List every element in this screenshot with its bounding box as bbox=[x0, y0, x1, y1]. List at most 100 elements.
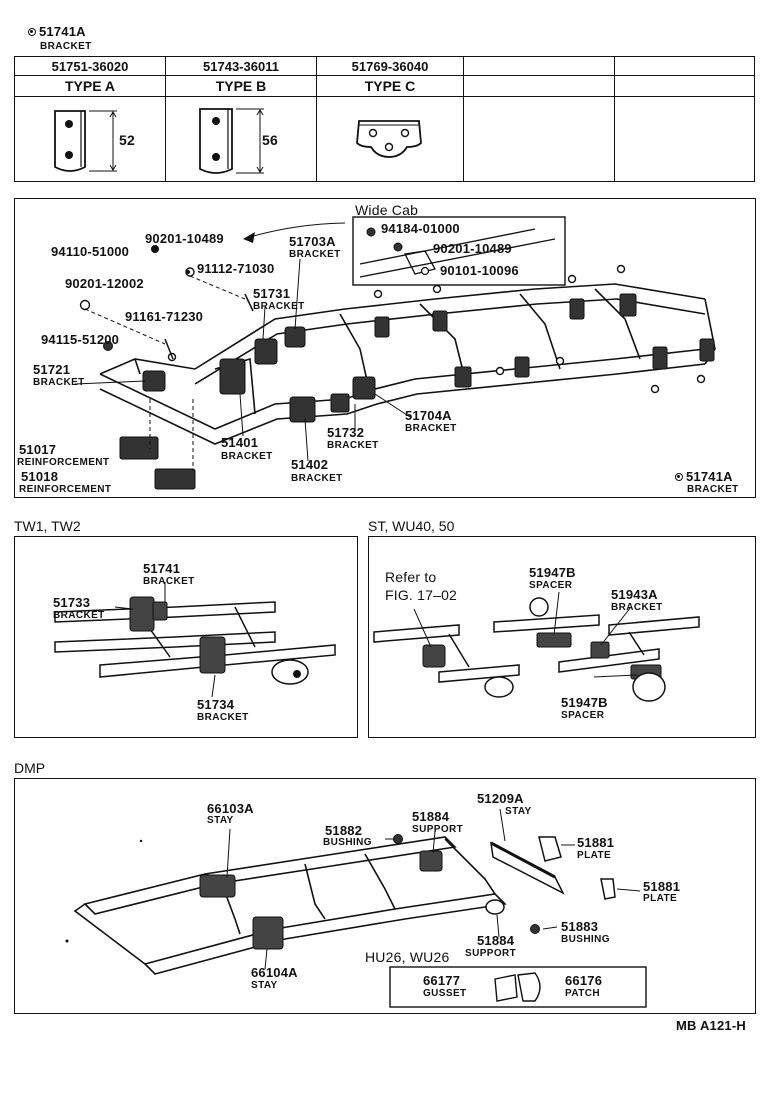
reinforcement-sublabel: REINFORCEMENT bbox=[19, 484, 112, 495]
patch-sublabel: PATCH bbox=[565, 988, 600, 999]
part-label-51882: 51882 bbox=[325, 823, 363, 838]
part-label-51734: 51734 bbox=[197, 697, 235, 712]
stay-sublabel: STAY bbox=[251, 980, 278, 991]
part-label-94110-51000: 94110-51000 bbox=[51, 244, 130, 259]
bracket-sublabel: BRACKET bbox=[143, 576, 195, 587]
support-sublabel: SUPPORT bbox=[412, 824, 464, 835]
part-label-51704A: 51704A bbox=[405, 408, 452, 423]
reinforcement-sublabel: REINFORCEMENT bbox=[17, 457, 110, 468]
part-label-51741A-text: 51741A bbox=[686, 469, 733, 484]
main-frame-panel: Wide Cab 94184-01000 90201-10489 90101-1… bbox=[14, 198, 756, 498]
spacer-sublabel: SPACER bbox=[561, 710, 605, 721]
dmp-header: DMP bbox=[14, 760, 46, 776]
gusset-sublabel: GUSSET bbox=[423, 988, 467, 999]
type-c-bracket-drawing bbox=[356, 120, 422, 158]
plate-sublabel: PLATE bbox=[577, 850, 612, 861]
part-label-90201-10489: 90201-10489 bbox=[145, 231, 224, 246]
type-code-cell: 51751-36020 bbox=[14, 56, 166, 76]
type-b-figure-cell: 56 bbox=[165, 96, 317, 182]
empty-figure-cell bbox=[614, 96, 755, 182]
type-a-bracket-drawing bbox=[54, 110, 117, 172]
part-label-51881: 51881 bbox=[577, 835, 615, 850]
bushing-sublabel: BUSHING bbox=[561, 934, 610, 945]
wide-cab-label: Wide Cab bbox=[355, 202, 419, 218]
bushing-sublabel: BUSHING bbox=[323, 837, 372, 848]
part-label-51947B-lower: 51947B bbox=[561, 695, 608, 710]
part-label-51402: 51402 bbox=[291, 457, 329, 472]
dmp-panel: 66103A STAY 66104A STAY 51882 BUSHING 51… bbox=[14, 778, 756, 1014]
stay-sublabel: STAY bbox=[207, 815, 234, 826]
part-label-66104A: 66104A bbox=[251, 965, 298, 980]
part-label-51881-lower: 51881 bbox=[643, 879, 681, 894]
type-code-cell bbox=[463, 56, 615, 76]
top-part-number-text: 51741A bbox=[39, 24, 86, 39]
refer-fig-label: FIG. 17–02 bbox=[385, 587, 458, 603]
type-a-dimension: 52 bbox=[119, 132, 135, 148]
tw-header: TW1, TW2 bbox=[14, 518, 81, 534]
bracket-type-table: 51751-36020 51743-36011 51769-36040 TYPE… bbox=[14, 56, 755, 182]
part-label-51947B: 51947B bbox=[529, 565, 576, 580]
refer-to-label: Refer to bbox=[385, 569, 437, 585]
type-name-cell bbox=[463, 75, 615, 97]
spacer-sublabel: SPACER bbox=[529, 580, 573, 591]
part-label-51721: 51721 bbox=[33, 362, 71, 377]
part-label-66103A: 66103A bbox=[207, 801, 254, 816]
part-label-94115-51200: 94115-51200 bbox=[41, 332, 120, 347]
bracket-sublabel: BRACKET bbox=[253, 301, 305, 312]
bracket-sublabel: BRACKET bbox=[289, 249, 341, 260]
bracket-sublabel: BRACKET bbox=[221, 451, 273, 462]
bracket-sublabel: BRACKET bbox=[405, 423, 457, 434]
plate-sublabel: PLATE bbox=[643, 893, 678, 904]
part-label-51731: 51731 bbox=[253, 286, 291, 301]
part-label-91112-71030: 91112-71030 bbox=[197, 261, 275, 276]
st-header: ST, WU40, 50 bbox=[368, 518, 455, 534]
type-name-cell: TYPE A bbox=[14, 75, 166, 97]
support-sublabel: SUPPORT bbox=[465, 948, 517, 959]
part-label-51733: 51733 bbox=[53, 595, 91, 610]
bracket-sublabel: BRACKET bbox=[33, 377, 85, 388]
type-code-cell: 51743-36011 bbox=[165, 56, 317, 76]
dmp-frame-drawing bbox=[65, 808, 647, 1008]
st-frame-drawing bbox=[373, 591, 700, 702]
figure-code: MB A121-H bbox=[676, 1018, 746, 1033]
part-label-66176: 66176 bbox=[565, 973, 603, 988]
part-label-91161-71230: 91161-71230 bbox=[125, 309, 204, 324]
bracket-sublabel: BRACKET bbox=[327, 440, 379, 451]
hu-header: HU26, WU26 bbox=[365, 949, 450, 965]
bracket-sublabel: BRACKET bbox=[291, 473, 343, 484]
part-label-51883: 51883 bbox=[561, 919, 599, 934]
type-code-cell: 51769-36040 bbox=[316, 56, 464, 76]
part-label-90101-10096: 90101-10096 bbox=[440, 263, 519, 278]
empty-figure-cell bbox=[463, 96, 615, 182]
part-label-90201-12002: 90201-12002 bbox=[65, 276, 144, 291]
marker-dot-icon bbox=[675, 472, 683, 481]
top-part-number: 51741A bbox=[28, 24, 86, 39]
type-name-cell: TYPE C bbox=[316, 75, 464, 97]
part-label-94184-01000: 94184-01000 bbox=[381, 221, 460, 236]
type-code-cell bbox=[614, 56, 755, 76]
part-label-66177: 66177 bbox=[423, 973, 461, 988]
top-part-label: BRACKET bbox=[40, 41, 92, 52]
type-name-cell: TYPE B bbox=[165, 75, 317, 97]
part-label-51703A: 51703A bbox=[289, 234, 336, 249]
part-label-51884-lower: 51884 bbox=[477, 933, 515, 948]
type-b-bracket-drawing bbox=[199, 108, 264, 174]
type-c-figure-cell bbox=[316, 96, 464, 182]
part-label-90201-10489b: 90201-10489 bbox=[433, 241, 512, 256]
part-label-51884: 51884 bbox=[412, 809, 450, 824]
st-panel: Refer to FIG. 17–02 51947B SPACER 51943A… bbox=[368, 536, 756, 738]
bracket-sublabel: BRACKET bbox=[687, 484, 739, 495]
bracket-sublabel: BRACKET bbox=[197, 712, 249, 723]
marker-dot-icon bbox=[28, 27, 36, 36]
part-label-51401: 51401 bbox=[221, 435, 259, 450]
type-b-dimension: 56 bbox=[262, 132, 278, 148]
tw-frame-drawing bbox=[54, 582, 336, 698]
part-label-51209A: 51209A bbox=[477, 791, 524, 806]
main-frame-drawing bbox=[74, 216, 716, 490]
type-a-figure-cell: 52 bbox=[14, 96, 166, 182]
part-label-51017: 51017 bbox=[19, 442, 57, 457]
tw-panel: 51741 BRACKET 51733 BRACKET 51734 BRACKE… bbox=[14, 536, 358, 738]
part-label-51741: 51741 bbox=[143, 561, 181, 576]
bracket-sublabel: BRACKET bbox=[53, 610, 105, 621]
stay-sublabel: STAY bbox=[505, 806, 532, 817]
